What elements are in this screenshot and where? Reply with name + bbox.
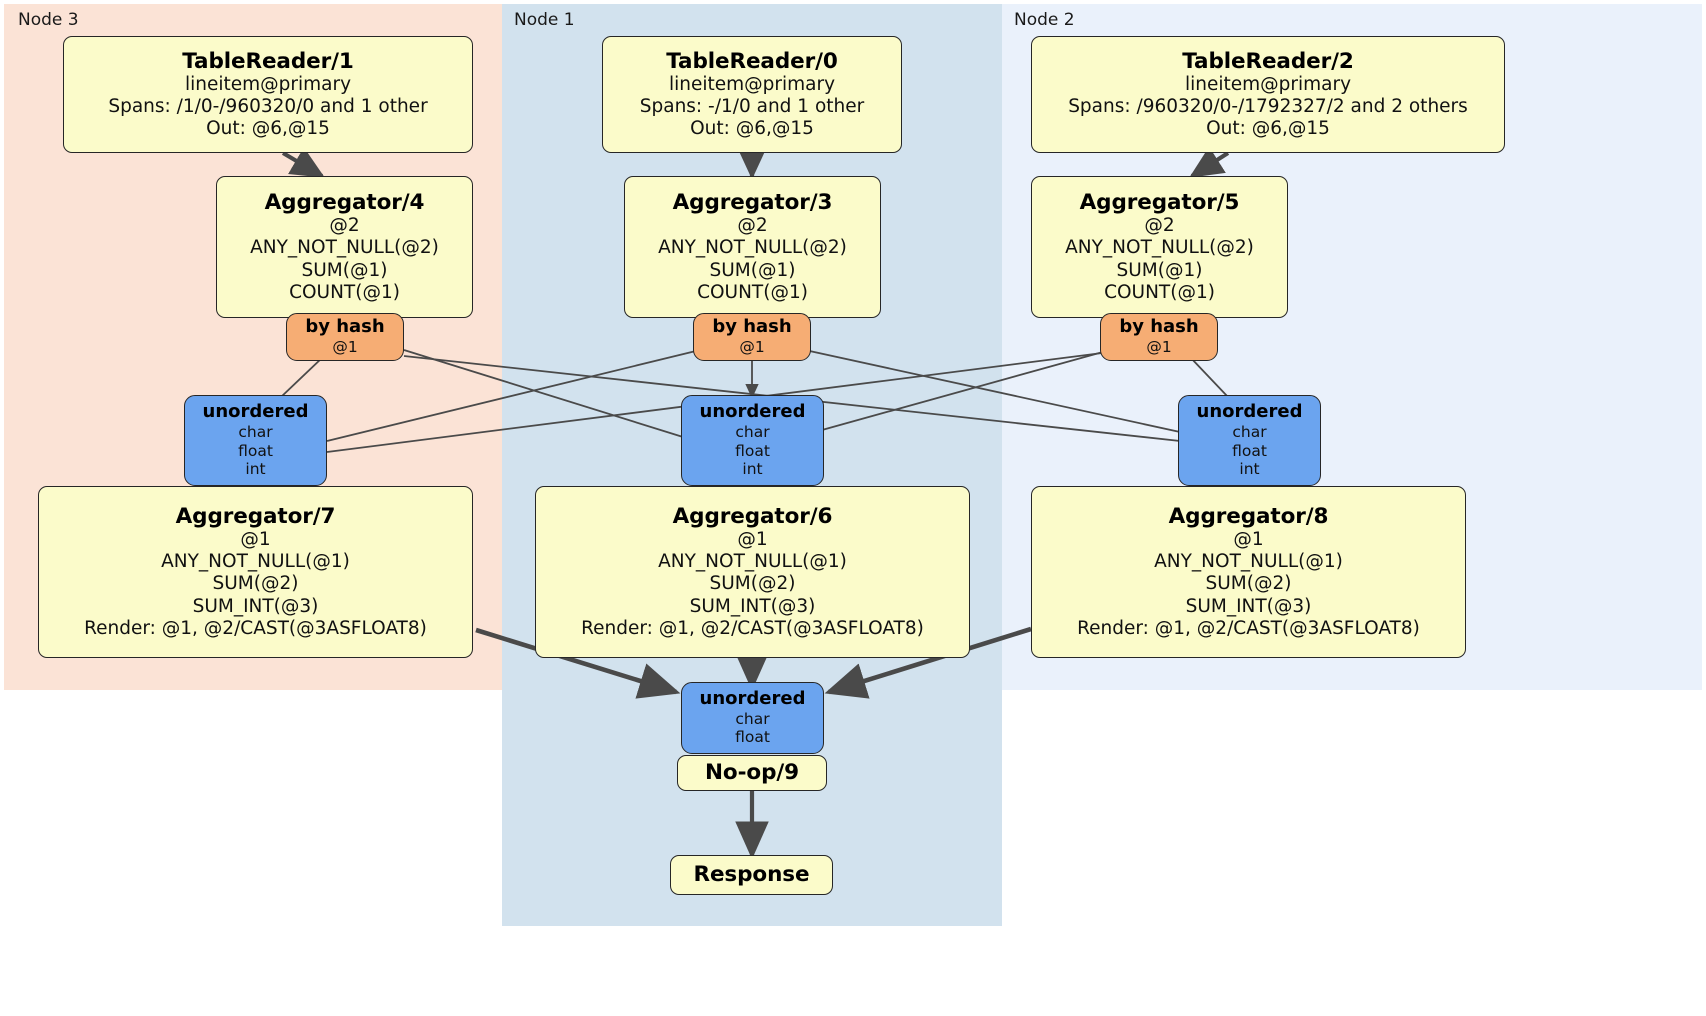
node-tablereader-1[interactable]: TableReader/1 lineitem@primary Spans: /1… [63, 36, 473, 153]
node-detail-line: Out: @6,@15 [206, 118, 330, 140]
router-type-line: float [238, 441, 273, 460]
node-aggregator-3[interactable]: Aggregator/3 @2 ANY_NOT_NULL(@2) SUM(@1)… [624, 176, 881, 318]
router-unordered-center[interactable]: unordered char float int [681, 395, 824, 486]
node-title: TableReader/0 [666, 48, 838, 74]
router-unordered-left[interactable]: unordered char float int [184, 395, 327, 486]
node-render-line: Render: @1, @2/CAST(@3ASFLOAT8) [581, 617, 924, 639]
node-detail-line: @1 [737, 529, 768, 551]
router-type-line: char [735, 422, 770, 441]
node-detail-line: Out: @6,@15 [690, 118, 814, 140]
router-title: by hash [305, 316, 385, 338]
router-type-line: float [1232, 441, 1267, 460]
node-title: Aggregator/5 [1079, 190, 1240, 216]
node-detail-line: SUM_INT(@3) [1185, 595, 1312, 617]
router-title: by hash [712, 316, 792, 338]
node-detail-line: @2 [1144, 215, 1175, 237]
router-title: unordered [699, 688, 806, 710]
node-response[interactable]: Response [670, 855, 833, 895]
router-type-line: int [1239, 460, 1260, 479]
node-title: TableReader/1 [182, 48, 354, 74]
node-detail-line: SUM(@1) [301, 259, 388, 281]
router-type-line: int [742, 460, 763, 479]
node-title: Aggregator/6 [672, 503, 833, 529]
router-detail-line: @1 [332, 338, 358, 357]
node-detail-line: SUM(@2) [709, 573, 796, 595]
router-title: unordered [699, 401, 806, 423]
node-detail-line: ANY_NOT_NULL(@1) [1154, 551, 1343, 573]
node-title: Aggregator/8 [1168, 503, 1329, 529]
router-detail-line: @1 [1146, 338, 1172, 357]
node-detail-line: ANY_NOT_NULL(@2) [1065, 237, 1254, 259]
node-detail-line: COUNT(@1) [697, 281, 808, 303]
node-detail-line: lineitem@primary [184, 73, 352, 95]
router-unordered-final[interactable]: unordered char float [681, 682, 824, 754]
router-detail-line: @1 [739, 338, 765, 357]
node-detail-line: ANY_NOT_NULL(@2) [658, 237, 847, 259]
router-by-hash-center[interactable]: by hash @1 [693, 313, 811, 361]
panel-label-node-2: Node 2 [1014, 10, 1075, 30]
router-by-hash-right[interactable]: by hash @1 [1100, 313, 1218, 361]
node-title: Aggregator/3 [672, 190, 833, 216]
node-detail-line: Out: @6,@15 [1206, 118, 1330, 140]
node-detail-line: ANY_NOT_NULL(@1) [161, 551, 350, 573]
node-detail-line: COUNT(@1) [1104, 281, 1215, 303]
node-aggregator-6[interactable]: Aggregator/6 @1 ANY_NOT_NULL(@1) SUM(@2)… [535, 486, 970, 658]
node-detail-line: SUM_INT(@3) [689, 595, 816, 617]
node-detail-line: SUM(@1) [709, 259, 796, 281]
node-detail-line: lineitem@primary [1184, 73, 1352, 95]
node-detail-line: SUM(@2) [212, 573, 299, 595]
node-detail-line: ANY_NOT_NULL(@1) [658, 551, 847, 573]
node-detail-line: SUM(@1) [1116, 259, 1203, 281]
router-unordered-right[interactable]: unordered char float int [1178, 395, 1321, 486]
node-detail-line: ANY_NOT_NULL(@2) [250, 237, 439, 259]
node-detail-line: SUM(@2) [1205, 573, 1292, 595]
node-aggregator-7[interactable]: Aggregator/7 @1 ANY_NOT_NULL(@1) SUM(@2)… [38, 486, 473, 658]
node-title: Aggregator/4 [264, 190, 425, 216]
router-title: unordered [202, 401, 309, 423]
node-render-line: Render: @1, @2/CAST(@3ASFLOAT8) [1077, 617, 1420, 639]
node-title: Response [693, 862, 810, 888]
router-title: unordered [1196, 401, 1303, 423]
router-type-line: float [735, 441, 770, 460]
node-detail-line: @1 [240, 529, 271, 551]
node-detail-line: COUNT(@1) [289, 281, 400, 303]
panel-label-node-3: Node 3 [18, 10, 79, 30]
node-render-line: Render: @1, @2/CAST(@3ASFLOAT8) [84, 617, 427, 639]
router-type-line: char [1232, 422, 1267, 441]
node-detail-line: SUM_INT(@3) [192, 595, 319, 617]
router-type-line: float [735, 728, 770, 747]
node-detail-line: lineitem@primary [668, 73, 836, 95]
node-aggregator-4[interactable]: Aggregator/4 @2 ANY_NOT_NULL(@2) SUM(@1)… [216, 176, 473, 318]
node-tablereader-2[interactable]: TableReader/2 lineitem@primary Spans: /9… [1031, 36, 1505, 153]
router-type-line: char [735, 709, 770, 728]
node-title: No-op/9 [705, 760, 799, 786]
node-aggregator-5[interactable]: Aggregator/5 @2 ANY_NOT_NULL(@2) SUM(@1)… [1031, 176, 1288, 318]
node-title: TableReader/2 [1182, 48, 1354, 74]
router-title: by hash [1119, 316, 1199, 338]
node-noop-9[interactable]: No-op/9 [677, 755, 827, 791]
node-detail-line: Spans: /960320/0-/1792327/2 and 2 others [1068, 95, 1468, 117]
node-tablereader-0[interactable]: TableReader/0 lineitem@primary Spans: -/… [602, 36, 902, 153]
router-type-line: int [245, 460, 266, 479]
node-detail-line: @1 [1233, 529, 1264, 551]
node-detail-line: @2 [737, 215, 768, 237]
node-detail-line: Spans: -/1/0 and 1 other [639, 95, 865, 117]
node-aggregator-8[interactable]: Aggregator/8 @1 ANY_NOT_NULL(@1) SUM(@2)… [1031, 486, 1466, 658]
node-detail-line: Spans: /1/0-/960320/0 and 1 other [108, 95, 428, 117]
router-type-line: char [238, 422, 273, 441]
router-by-hash-left[interactable]: by hash @1 [286, 313, 404, 361]
node-detail-line: @2 [329, 215, 360, 237]
node-title: Aggregator/7 [175, 503, 336, 529]
panel-label-node-1: Node 1 [514, 10, 575, 30]
